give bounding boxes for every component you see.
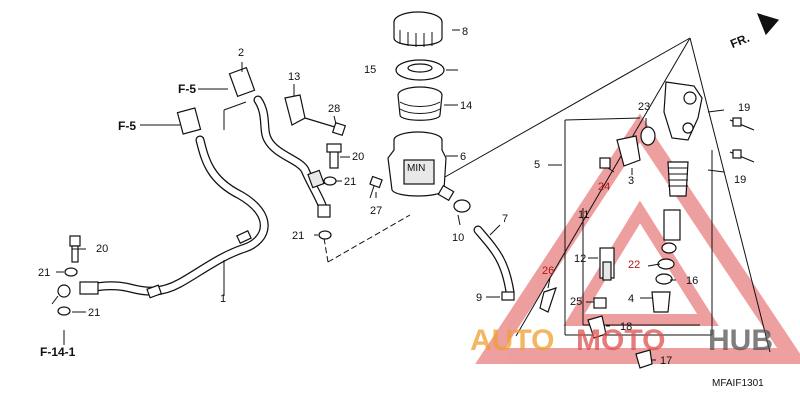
washers: [57, 176, 337, 316]
label-1: 1: [220, 293, 226, 305]
reservoir-cap: [393, 11, 443, 47]
watermark-hub: HUB: [708, 324, 773, 357]
label-12: 12: [574, 253, 586, 265]
ref-f5-top: F-5: [178, 82, 196, 96]
ref-f5-left: F-5: [118, 119, 136, 133]
svg-text:MIN: MIN: [407, 163, 425, 174]
brake-pipe: [176, 66, 331, 218]
watermark-moto: MOTO: [576, 324, 665, 357]
label-8: 8: [462, 26, 468, 38]
master-cylinder-body: [663, 81, 703, 141]
label-13: 13: [288, 71, 300, 83]
label-26: 26: [542, 265, 554, 277]
diagram-code: MFAIF1301: [712, 378, 764, 389]
label-22: 22: [628, 259, 640, 271]
label-21a: 21: [344, 176, 356, 188]
bolt-20-upper: [326, 143, 342, 169]
label-20a: 20: [352, 151, 364, 163]
label-11: 11: [578, 209, 589, 221]
label-21b: 21: [292, 230, 304, 242]
bolts-19: [729, 117, 755, 163]
label-3: 3: [628, 175, 634, 187]
label-27: 27: [370, 205, 382, 217]
ref-arrows: [63, 88, 228, 345]
plate-15: [395, 59, 445, 81]
piston-spring: [655, 161, 689, 285]
pushrod-12: [599, 247, 615, 281]
label-10: 10: [452, 232, 464, 244]
label-6: 6: [460, 151, 466, 163]
label-4: 4: [628, 293, 634, 305]
label-23: 23: [638, 101, 650, 113]
reservoir-hose: [437, 184, 515, 301]
label-2: 2: [238, 47, 244, 59]
ref-f14-1: F-14-1: [40, 345, 76, 359]
reservoir-6: MIN: [387, 131, 447, 197]
label-16: 16: [686, 275, 698, 287]
bolt-28: [304, 117, 347, 137]
bolt-20-lower: [69, 235, 81, 263]
label-21d: 21: [88, 307, 100, 319]
label-15: 15: [364, 64, 376, 76]
label-21c: 21: [38, 267, 50, 279]
leader-lines: [56, 29, 725, 361]
label-25: 25: [570, 296, 582, 308]
label-19b: 19: [734, 174, 746, 186]
label-7: 7: [502, 213, 508, 225]
label-18: 18: [620, 321, 632, 333]
label-20b: 20: [96, 243, 108, 255]
label-14: 14: [460, 100, 472, 112]
front-arrow-icon: [756, 13, 780, 36]
label-28: 28: [328, 103, 340, 115]
joint-18: [587, 315, 653, 369]
label-9: 9: [476, 292, 482, 304]
rod-26: [539, 287, 557, 313]
front-marker: FR.: [728, 31, 751, 51]
bolt-27: [369, 175, 383, 199]
assembly-lines: [223, 37, 771, 353]
bushings: [593, 291, 671, 313]
label-17: 17: [660, 355, 672, 367]
label-5: 5: [534, 159, 540, 171]
watermark-auto: AUTO: [470, 324, 554, 357]
label-19a: 19: [738, 102, 750, 114]
watermark-text: AUTO MOTO HUB: [470, 324, 773, 357]
diaphragm-14: [397, 86, 443, 121]
fitting-3: [599, 126, 656, 169]
brake-hose: [51, 135, 269, 305]
clip-13: [284, 94, 306, 126]
label-24: 24: [598, 181, 610, 193]
